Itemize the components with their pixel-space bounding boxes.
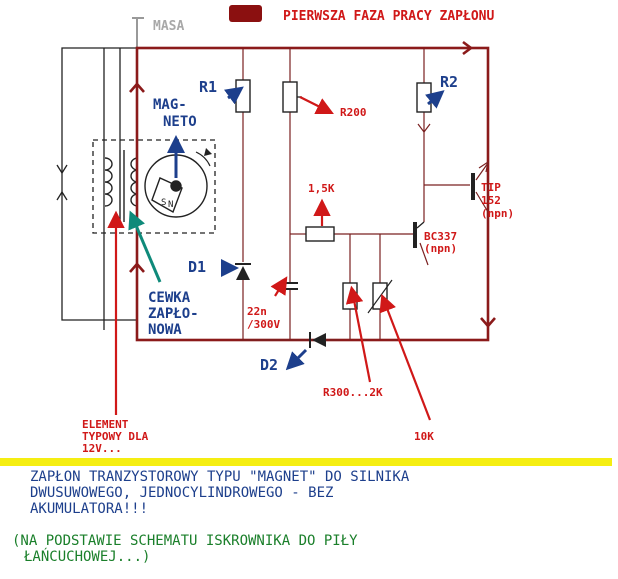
title-text: PIERWSZA FAZA PRACY ZAPŁONU — [283, 9, 494, 24]
label-r2: R2 — [440, 73, 458, 91]
label-magneto-1: MAG- — [153, 97, 187, 113]
label-d1: D1 — [188, 258, 206, 276]
label-r300: R300...2K — [323, 386, 383, 399]
label-1-5k: 1,5K — [308, 182, 335, 195]
resistor-r2 — [416, 82, 432, 113]
label-r200: R200 — [340, 106, 367, 119]
label-element-3: 12V... — [82, 442, 122, 455]
caption-line-3: AKUMULATORA!!! — [30, 501, 149, 517]
magneto-wiring — [61, 47, 216, 330]
label-tip-1: TIP — [481, 181, 501, 194]
rotor-n-mark: N — [168, 200, 173, 210]
diode-d2 — [309, 332, 326, 348]
title-color-swatch — [229, 5, 262, 22]
label-element-1: ELEMENT — [82, 418, 129, 431]
pointer-arrows-red — [107, 96, 432, 421]
pointer-arrow-coil — [128, 210, 162, 283]
label-cap-1: 22n — [247, 305, 267, 318]
label-magneto-2: NETO — [163, 114, 197, 130]
r2-branch-arrow — [417, 123, 431, 133]
label-coil-2: ZAPŁO- — [148, 306, 199, 322]
caption-line-1: ZAPŁON TRANZYSTOROWY TYPU "MAGNET" DO SI… — [30, 469, 410, 485]
circuit-internal — [240, 48, 489, 341]
label-r1: R1 — [199, 78, 217, 96]
resistor-r1 — [235, 79, 251, 113]
ignition-coil — [104, 150, 139, 222]
caption-note-2: ŁAŃCUCHOWEJ...) — [24, 549, 151, 565]
resistor-r200 — [282, 81, 298, 113]
resistor-1-5k — [305, 226, 335, 242]
caption-note-1: (NA PODSTAWIE SCHEMATU ISKROWNIKA DO PIŁ… — [12, 533, 358, 549]
frame-arrows — [129, 40, 496, 328]
label-bc337-1: BC337 — [424, 230, 457, 243]
label-cap-2: /300V — [247, 318, 280, 331]
label-bc337-2: (npn) — [424, 242, 457, 255]
label-10k: 10K — [414, 430, 434, 443]
capacitor-22n — [282, 282, 298, 290]
diode-d1 — [235, 263, 251, 280]
transistor-bc337 — [413, 221, 425, 248]
label-coil-1: CEWKA — [148, 290, 191, 306]
label-coil-3: NOWA — [148, 322, 182, 338]
wire-arrow-up — [56, 190, 68, 201]
tip-emitter-arrow — [478, 160, 489, 173]
caption-line-2: DWUSUWOWEGO, JEDNOCYLINDROWEGO - BEZ — [30, 485, 334, 501]
wire-arrow-down — [56, 164, 68, 175]
masa-label: MASA — [153, 19, 184, 34]
label-element-2: TYPOWY DLA — [82, 430, 149, 443]
rotor-s-mark: S — [161, 198, 166, 208]
pointer-arrows-blue — [167, 86, 445, 371]
yellow-separator — [0, 458, 612, 466]
label-tip-3: (npn) — [481, 207, 514, 220]
label-tip-2: 152 — [481, 194, 501, 207]
label-d2: D2 — [260, 356, 278, 374]
magneto-rotor — [144, 148, 212, 218]
